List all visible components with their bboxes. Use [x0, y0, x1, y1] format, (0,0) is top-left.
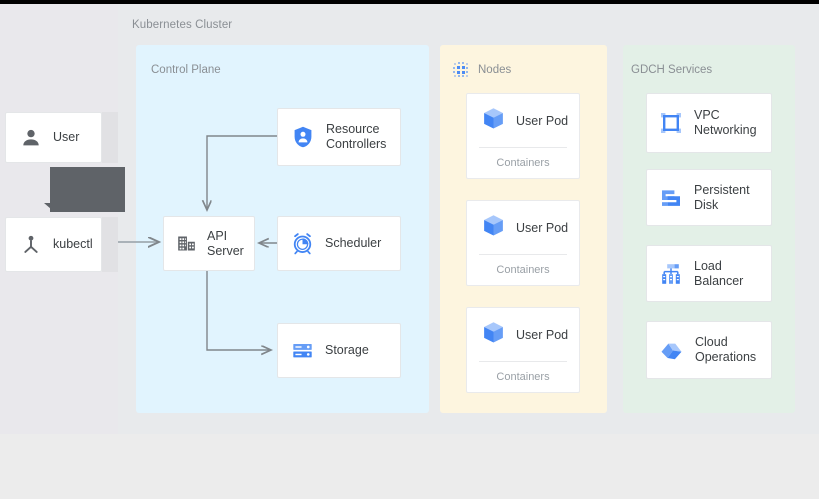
dotted-grid-icon [452, 61, 469, 83]
card-scheduler[interactable]: Scheduler [277, 216, 401, 271]
shield-person-icon [291, 125, 315, 149]
pod-card[interactable]: User Pod Containers [466, 200, 580, 286]
pod-sublabel: Containers [496, 264, 550, 276]
persistent-disk-icon [659, 186, 683, 210]
card-cloud-operations[interactable]: Cloud Operations [646, 321, 772, 379]
pod-sublabel: Containers [496, 371, 550, 383]
cloud-operations-icon [659, 338, 684, 363]
card-load-balancer[interactable]: Load Balancer [646, 245, 772, 302]
card-label-scheduler: Scheduler [325, 236, 382, 250]
card-label-api-server: API Server [207, 228, 244, 258]
card-label-resource-controllers: Resource Controllers [326, 122, 387, 151]
kubectl-icon [20, 234, 42, 256]
actor-card-kubectl[interactable]: kubectl [5, 217, 102, 272]
cube-icon [481, 213, 506, 243]
cube-icon [481, 320, 506, 350]
card-persistent-disk[interactable]: Persistent Disk [646, 169, 772, 226]
user-card-shadow [102, 112, 118, 163]
pod-header: User Pod [467, 94, 579, 136]
load-balancer-icon [659, 262, 683, 286]
kubectl-card-shadow [102, 217, 118, 272]
actor-label-kubectl: kubectl [53, 237, 93, 251]
pod-divider [479, 254, 567, 255]
pod-divider [479, 147, 567, 148]
card-label-load-balancer: Load Balancer [694, 258, 744, 288]
card-vpc-networking[interactable]: VPC Networking [646, 93, 772, 153]
tooltip-pointer [44, 203, 51, 209]
zone-label-gdch-services: GDCH Services [631, 64, 713, 76]
pod-header: User Pod [467, 308, 579, 350]
pod-divider [479, 361, 567, 362]
top-black-bar [0, 0, 819, 4]
actor-card-user[interactable]: User [5, 112, 102, 163]
pod-sublabel: Containers [496, 157, 550, 169]
actor-label-user: User [53, 130, 80, 144]
card-storage[interactable]: Storage [277, 323, 401, 378]
card-api-server[interactable]: API Server [163, 216, 255, 271]
zone-label-nodes: Nodes [478, 64, 512, 76]
card-label-persistent-disk: Persistent Disk [694, 182, 750, 212]
pod-label: User Pod [516, 328, 569, 342]
pod-card[interactable]: User Pod Containers [466, 307, 580, 393]
storage-rack-icon [291, 339, 314, 362]
alarm-clock-icon [291, 232, 314, 255]
api-server-icon [176, 233, 197, 254]
pod-label: User Pod [516, 221, 569, 235]
person-icon [20, 127, 42, 149]
card-label-vpc-networking: VPC Networking [694, 108, 757, 137]
card-resource-controllers[interactable]: Resource Controllers [277, 108, 401, 166]
page-title: Kubernetes Cluster [132, 19, 233, 31]
vpc-networking-icon [659, 111, 683, 135]
pod-card[interactable]: User Pod Containers [466, 93, 580, 179]
card-label-storage: Storage [325, 343, 369, 357]
pod-header: User Pod [467, 201, 579, 243]
cube-icon [481, 106, 506, 136]
zone-label-control-plane: Control Plane [151, 64, 221, 76]
card-label-cloud-operations: Cloud Operations [695, 335, 757, 364]
pod-label: User Pod [516, 114, 569, 128]
tooltip-overlay [50, 167, 125, 212]
